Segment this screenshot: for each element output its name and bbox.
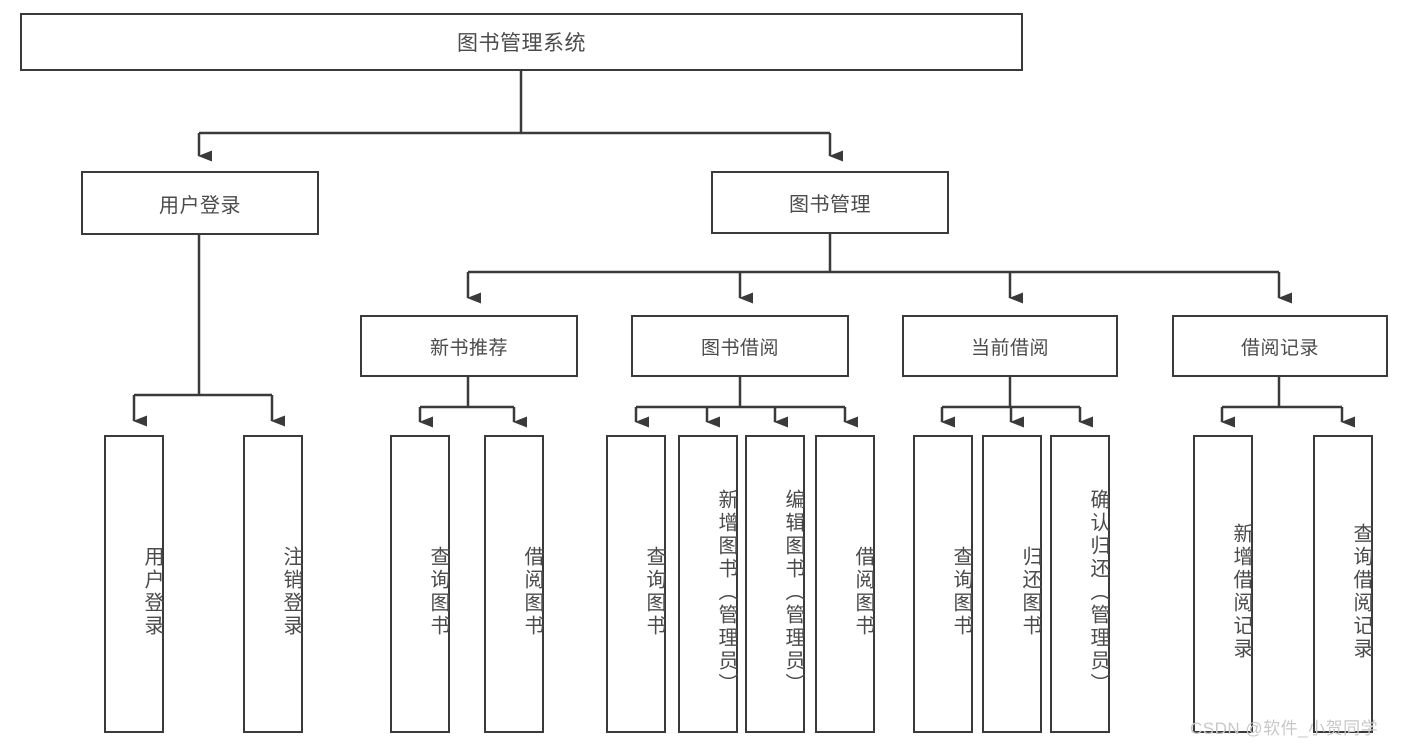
leaf-user-login[interactable]: 用户登录 xyxy=(104,435,164,733)
leaf-user-login-label: 用户登录 xyxy=(141,546,163,638)
leaf-borrow-book-label: 借阅图书 xyxy=(852,546,874,638)
leaf-user-logout-label: 注销登录 xyxy=(280,546,302,638)
leaf-query-borrow-record-label: 查询借阅记录 xyxy=(1350,523,1372,661)
csdn-watermark: CSDN @软件_小贺同学 xyxy=(1190,719,1379,738)
node-root-label: 图书管理系统 xyxy=(457,32,586,55)
node-user-login-label: 用户登录 xyxy=(159,194,241,217)
node-book-borrow-label: 图书借阅 xyxy=(700,337,779,359)
leaf-edit-book-admin[interactable]: 编辑图书（管理员） xyxy=(745,435,805,733)
leaf-borrow-book[interactable]: 借阅图书 xyxy=(815,435,875,733)
leaf-return-book[interactable]: 归还图书 xyxy=(982,435,1042,733)
node-book-borrow[interactable]: 图书借阅 xyxy=(631,315,849,377)
leaf-add-borrow-record[interactable]: 新增借阅记录 xyxy=(1193,435,1253,733)
leaf-edit-book-admin-label: 编辑图书（管理员） xyxy=(782,488,804,696)
node-borrow-record-label: 借阅记录 xyxy=(1240,337,1319,359)
leaf-user-logout[interactable]: 注销登录 xyxy=(243,435,303,733)
leaf-return-book-label: 归还图书 xyxy=(1019,546,1041,638)
leaf-add-borrow-record-label: 新增借阅记录 xyxy=(1230,523,1252,661)
leaf-add-book-admin-label: 新增图书（管理员） xyxy=(715,488,737,696)
node-current-borrow[interactable]: 当前借阅 xyxy=(902,315,1118,377)
node-new-book-recommend[interactable]: 新书推荐 xyxy=(360,315,578,377)
leaf-query-book-current-label: 查询图书 xyxy=(950,546,972,638)
leaf-query-borrow-record[interactable]: 查询借阅记录 xyxy=(1313,435,1373,733)
leaf-query-book-recommend[interactable]: 查询图书 xyxy=(390,435,450,733)
leaf-confirm-return-admin[interactable]: 确认归还（管理员） xyxy=(1050,435,1110,733)
node-borrow-record[interactable]: 借阅记录 xyxy=(1172,315,1388,377)
leaf-add-book-admin[interactable]: 新增图书（管理员） xyxy=(678,435,738,733)
node-book-management[interactable]: 图书管理 xyxy=(711,171,949,234)
leaf-query-book-recommend-label: 查询图书 xyxy=(427,546,449,638)
node-current-borrow-label: 当前借阅 xyxy=(970,337,1049,359)
node-new-book-recommend-label: 新书推荐 xyxy=(429,337,508,359)
leaf-query-book-current[interactable]: 查询图书 xyxy=(913,435,973,733)
node-root[interactable]: 图书管理系统 xyxy=(20,13,1023,71)
leaf-confirm-return-admin-label: 确认归还（管理员） xyxy=(1087,488,1109,696)
node-book-management-label: 图书管理 xyxy=(789,194,871,216)
leaf-query-book-borrow-label: 查询图书 xyxy=(643,546,665,638)
leaf-borrow-book-recommend-label: 借阅图书 xyxy=(521,546,543,638)
leaf-query-book-borrow[interactable]: 查询图书 xyxy=(606,435,666,733)
leaf-borrow-book-recommend[interactable]: 借阅图书 xyxy=(484,435,544,733)
node-user-login[interactable]: 用户登录 xyxy=(81,171,319,235)
